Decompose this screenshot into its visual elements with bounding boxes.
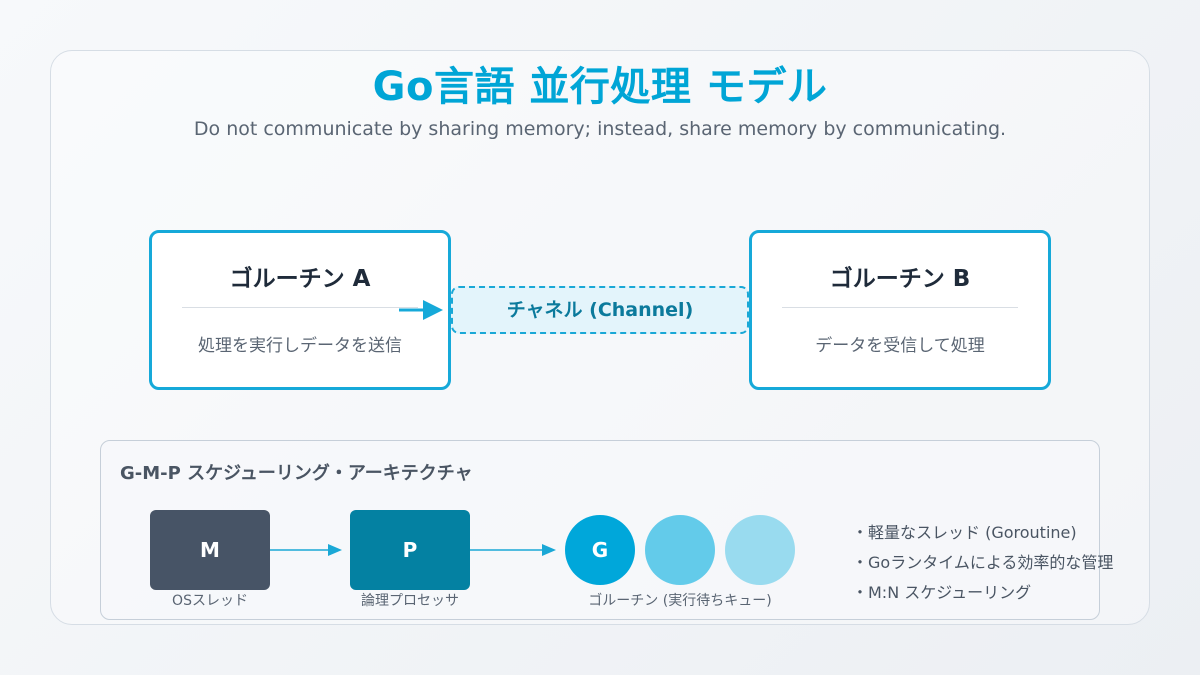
goroutine-b-desc: データを受信して処理 xyxy=(815,336,985,356)
goroutine-b-box: ゴルーチン B データを受信して処理 xyxy=(749,230,1051,390)
feature-item: ・Goランタイムによる効率的な管理 xyxy=(852,553,1114,572)
m-node: M xyxy=(150,510,270,590)
goroutine-a-divider xyxy=(182,307,418,308)
feature-item: ・軽量なスレッド (Goroutine) xyxy=(852,523,1077,542)
channel-box: チャネル (Channel) xyxy=(451,286,749,334)
goroutine-a-name: ゴルーチン A xyxy=(229,266,371,292)
m-node-label: OSスレッド xyxy=(172,593,248,609)
g-node-running: G xyxy=(565,515,635,585)
g-node-queued-1 xyxy=(645,515,715,585)
feature-item: ・M:N スケジューリング xyxy=(852,583,1032,602)
goroutine-b-name: ゴルーチン B xyxy=(829,266,971,292)
send-arrow-icon xyxy=(399,300,443,320)
p-to-g-arrow-icon xyxy=(470,544,556,556)
p-node-label: 論理プロセッサ xyxy=(361,593,459,609)
m-to-p-arrow-icon xyxy=(270,544,342,556)
goroutine-a-desc: 処理を実行しデータを送信 xyxy=(198,336,402,356)
feature-list: ・軽量なスレッド (Goroutine) ・Goランタイムによる効率的な管理 ・… xyxy=(852,519,1113,609)
goroutine-a-box: ゴルーチン A 処理を実行しデータを送信 xyxy=(149,230,451,390)
page-title: Go言語 並行処理 モデル xyxy=(372,64,828,110)
g-node-label: ゴルーチン (実行待ちキュー) xyxy=(588,593,772,609)
goroutine-b-divider xyxy=(782,307,1018,308)
g-node-queued-2 xyxy=(725,515,795,585)
gmp-title: G-M-P スケジューリング・アーキテクチャ xyxy=(120,463,473,484)
page-subtitle: Do not communicate by sharing memory; in… xyxy=(193,118,1007,140)
p-node: P xyxy=(350,510,470,590)
